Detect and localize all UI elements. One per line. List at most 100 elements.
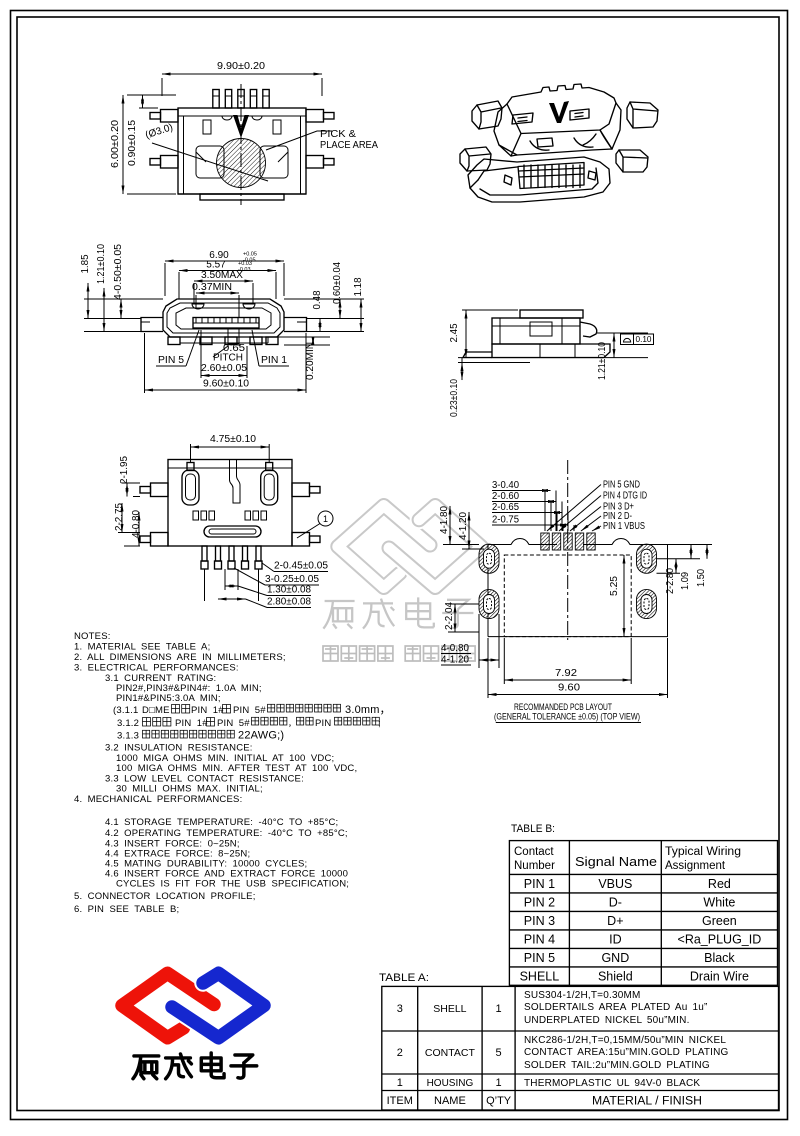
svg-text:1: 1 bbox=[323, 514, 328, 524]
svg-text:2-0.45±0.05: 2-0.45±0.05 bbox=[274, 561, 328, 572]
svg-text:2-0.75: 2-0.75 bbox=[492, 515, 519, 526]
svg-text:4.2 OPERATING TEMPERATURE:: 4.2 OPERATING TEMPERATURE: -40°C TO +85°… bbox=[105, 828, 348, 839]
svg-text:PIN 5#: PIN 5# bbox=[217, 718, 250, 729]
svg-text:100 MIGA OHMS MIN. AFTER: 100 MIGA OHMS MIN. AFTER TEST AT 100 VDC… bbox=[116, 763, 357, 774]
svg-text:CONTACT: CONTACT bbox=[425, 1047, 476, 1059]
svg-text:NOTES:: NOTES: bbox=[74, 631, 111, 642]
svg-text:PIN 5 GND: PIN 5 GND bbox=[603, 480, 640, 491]
svg-text:CYCLES IS FIT FOR THE USB: CYCLES IS FIT FOR THE USB SPECIFICATION; bbox=[116, 879, 349, 890]
svg-text:4-1.80: 4-1.80 bbox=[439, 506, 450, 534]
svg-text:4-1.20: 4-1.20 bbox=[458, 512, 469, 540]
svg-text:3. ELECTRICAL PERFORMANCES:: 3. ELECTRICAL PERFORMANCES: bbox=[74, 663, 239, 674]
svg-text:4-0.50±0.05: 4-0.50±0.05 bbox=[113, 244, 124, 300]
svg-text:3-0.40: 3-0.40 bbox=[492, 480, 519, 491]
svg-text:5.25: 5.25 bbox=[609, 576, 620, 596]
svg-text:+0.03: +0.03 bbox=[238, 261, 252, 267]
svg-text:6.90: 6.90 bbox=[209, 250, 229, 261]
svg-text:RECOMMANDED PCB LAYOUT: RECOMMANDED PCB LAYOUT bbox=[514, 702, 612, 713]
svg-text:VBUS: VBUS bbox=[598, 877, 632, 891]
svg-text:0.60±0.04: 0.60±0.04 bbox=[332, 262, 343, 304]
svg-text:HOUSING: HOUSING bbox=[427, 1078, 474, 1089]
svg-text:Q’TY: Q’TY bbox=[486, 1095, 512, 1107]
svg-text:PIN 3 D+: PIN 3 D+ bbox=[603, 502, 634, 513]
svg-text:Contact: Contact bbox=[514, 846, 554, 858]
svg-text:PIN 1#: PIN 1# bbox=[175, 718, 208, 729]
svg-text:3.50MAX: 3.50MAX bbox=[201, 270, 243, 281]
svg-text:3.1.2: 3.1.2 bbox=[117, 718, 139, 729]
svg-text:MATERIAL / FINISH: MATERIAL / FINISH bbox=[592, 1096, 702, 1108]
svg-text:PIN: PIN bbox=[315, 718, 331, 729]
svg-text:2-0.60: 2-0.60 bbox=[492, 491, 519, 502]
svg-text:TABLE A:: TABLE A: bbox=[379, 972, 429, 984]
svg-text:Shield: Shield bbox=[598, 969, 633, 983]
svg-text:3.1.3: 3.1.3 bbox=[117, 731, 139, 742]
svg-text:-0.05: -0.05 bbox=[243, 258, 256, 264]
svg-text:Signal Name: Signal Name bbox=[575, 855, 657, 869]
svg-text:PIN 2: PIN 2 bbox=[524, 895, 555, 909]
svg-text:，: ， bbox=[288, 719, 296, 728]
svg-text:PIN 1: PIN 1 bbox=[524, 877, 555, 891]
svg-text:SHELL: SHELL bbox=[520, 969, 560, 983]
svg-text:Black: Black bbox=[704, 951, 735, 965]
svg-text:6. PIN SEE TABLE B;: 6. PIN SEE TABLE B; bbox=[74, 904, 179, 915]
svg-text:PIN 1#: PIN 1# bbox=[191, 705, 224, 716]
svg-text:3-0.25±0.05: 3-0.25±0.05 bbox=[265, 574, 319, 585]
svg-text:4.75±0.10: 4.75±0.10 bbox=[210, 434, 256, 445]
svg-text:3.2 INSULATION RESISTANCE:: 3.2 INSULATION RESISTANCE: bbox=[105, 743, 253, 754]
svg-text:THERMOPLASTIC UL 94V-0 BLAC: THERMOPLASTIC UL 94V-0 BLACK bbox=[524, 1078, 700, 1089]
svg-text:6.00±0.20: 6.00±0.20 bbox=[110, 120, 121, 168]
svg-text:PIN 1 VBUS: PIN 1 VBUS bbox=[603, 521, 645, 532]
svg-text:PIN 4: PIN 4 bbox=[524, 932, 555, 946]
svg-text:PIN 5: PIN 5 bbox=[158, 355, 184, 366]
svg-text:Drain Wire: Drain Wire bbox=[690, 969, 749, 983]
svg-text:9.60: 9.60 bbox=[558, 683, 580, 694]
svg-text:Red: Red bbox=[708, 877, 731, 891]
svg-text:D+: D+ bbox=[607, 914, 623, 928]
svg-text:2: 2 bbox=[397, 1047, 403, 1059]
svg-text:2-1.95: 2-1.95 bbox=[119, 456, 130, 484]
svg-text:White: White bbox=[703, 895, 735, 909]
svg-text:7.92: 7.92 bbox=[555, 668, 577, 679]
svg-text:4-0.80: 4-0.80 bbox=[131, 510, 142, 538]
svg-text:PIN 4 DTG ID: PIN 4 DTG ID bbox=[603, 491, 647, 502]
svg-text:PIN2#,PIN3#&PIN4#: 1.0A MIN;: PIN2#,PIN3#&PIN4#: 1.0A MIN; bbox=[116, 683, 262, 694]
svg-text:9.60±0.10: 9.60±0.10 bbox=[203, 379, 249, 390]
svg-text:4.5 MATING DURABILITY: 1000: 4.5 MATING DURABILITY: 10000 CYCLES; bbox=[105, 859, 307, 870]
svg-text:4.6 INSERT FORCE AND EXTRA: 4.6 INSERT FORCE AND EXTRACT FORCE 10000 bbox=[105, 869, 348, 880]
svg-text:SHELL: SHELL bbox=[433, 1003, 466, 1015]
svg-text:ID: ID bbox=[609, 932, 622, 946]
svg-text:<Ra_PLUG_ID: <Ra_PLUG_ID bbox=[678, 932, 762, 946]
svg-text:(GENERAL TOLERANCE ±0.05) (TOP: (GENERAL TOLERANCE ±0.05) (TOP VIEW) bbox=[494, 712, 640, 723]
svg-text:1.21±0.10: 1.21±0.10 bbox=[597, 342, 608, 380]
svg-text:1: 1 bbox=[496, 1003, 502, 1015]
svg-text:SOLDER TAIL:2u”MIN.GOLD PLAT: SOLDER TAIL:2u”MIN.GOLD PLATING bbox=[524, 1060, 710, 1071]
svg-text:5. CONNECTOR LOCATION PROFI: 5. CONNECTOR LOCATION PROFILE; bbox=[74, 891, 256, 902]
svg-text:CONTACT AREA:15u”MIN.GOLD PL: CONTACT AREA:15u”MIN.GOLD PLATING bbox=[524, 1047, 729, 1058]
svg-text:SOLDERTAILS AREA PLATED Au: SOLDERTAILS AREA PLATED Au 1u” bbox=[524, 1002, 708, 1013]
svg-text:PICK &: PICK & bbox=[320, 129, 356, 140]
svg-text:30 MILLI OHMS MAX. INITIAL: 30 MILLI OHMS MAX. INITIAL; bbox=[116, 784, 263, 795]
svg-text:NKC286-1/2H,T=0,15MM/50u”MIN: NKC286-1/2H,T=0,15MM/50u”MIN NICKEL bbox=[524, 1035, 726, 1046]
svg-text:PIN 3: PIN 3 bbox=[524, 914, 555, 928]
svg-text:4-1.20: 4-1.20 bbox=[441, 655, 469, 666]
svg-text:UNDERPLATED NICKEL 50u”MIN.: UNDERPLATED NICKEL 50u”MIN. bbox=[524, 1015, 690, 1026]
svg-text:D□ME: D□ME bbox=[142, 705, 170, 716]
svg-text:4-0.80: 4-0.80 bbox=[441, 643, 469, 654]
svg-text:PLACE AREA: PLACE AREA bbox=[320, 140, 378, 151]
svg-text:0.23±0.10: 0.23±0.10 bbox=[449, 379, 460, 417]
svg-text:2.80±0.08: 2.80±0.08 bbox=[267, 597, 311, 608]
svg-text:;: ; bbox=[378, 718, 381, 729]
svg-text:2. ALL DIMENSIONS ARE IN: 2. ALL DIMENSIONS ARE IN MILLIMETERS; bbox=[74, 652, 286, 663]
svg-text:2-0.65: 2-0.65 bbox=[492, 502, 519, 513]
svg-text:1.50: 1.50 bbox=[696, 569, 707, 587]
svg-text:1: 1 bbox=[496, 1077, 502, 1089]
svg-text:2-2.80: 2-2.80 bbox=[665, 568, 676, 594]
svg-text:4. MECHANICAL PERFORMANCES:: 4. MECHANICAL PERFORMANCES: bbox=[74, 794, 242, 805]
svg-text:PIN1#&PIN5:3.0A MIN;: PIN1#&PIN5:3.0A MIN; bbox=[116, 693, 221, 704]
svg-text:0.48: 0.48 bbox=[312, 290, 323, 309]
svg-text:TABLE B:: TABLE B: bbox=[511, 823, 555, 835]
svg-text:2.60±0.05: 2.60±0.05 bbox=[201, 363, 247, 374]
svg-text:2.45: 2.45 bbox=[449, 323, 460, 342]
svg-text:1.18: 1.18 bbox=[353, 277, 364, 296]
svg-text:SUS304-1/2H,T=0.30MM: SUS304-1/2H,T=0.30MM bbox=[524, 990, 641, 1001]
